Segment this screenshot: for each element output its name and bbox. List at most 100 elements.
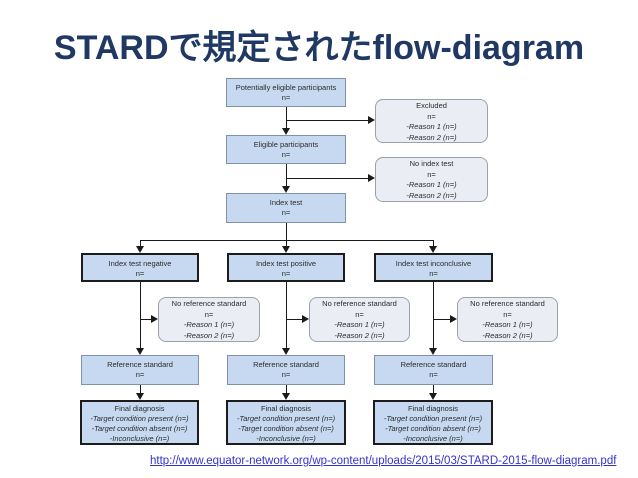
arrow-down-icon (281, 186, 290, 193)
connector-line (139, 385, 141, 393)
node-label: Reference standard (400, 360, 467, 369)
node-reference-standard-middle: Reference standard n= (227, 355, 345, 385)
node-excluded: Excluded n= -Reason 1 (n=) -Reason 2 (n=… (375, 99, 488, 143)
arrow-right-icon (368, 116, 375, 124)
arrow-right-icon (151, 315, 158, 323)
node-potentially-eligible-participants: Potentially eligible participants n= (226, 78, 346, 107)
node-label: No reference standard (171, 299, 247, 308)
connector-line (285, 164, 287, 186)
node-no-reference-standard-left: No reference standard n= -Reason 1 (n=) … (158, 297, 260, 342)
reason-1: -Reason 1 (n=) (406, 122, 457, 131)
arrow-down-icon (135, 393, 144, 400)
node-reference-standard-right: Reference standard n= (374, 355, 493, 385)
reason-1: -Reason 1 (n=) (406, 180, 457, 189)
node-label: Index test (269, 198, 303, 207)
n-placeholder: n= (355, 309, 364, 319)
reason-1: -Reason 1 (n=) (334, 320, 385, 329)
n-placeholder: n= (281, 269, 291, 278)
arrow-right-icon (450, 315, 457, 323)
node-label: Reference standard (107, 360, 173, 369)
connector-line (432, 282, 434, 348)
node-label: Final diagnosis (260, 404, 312, 413)
n-placeholder: n= (281, 93, 291, 102)
node-reference-standard-left: Reference standard n= (81, 355, 199, 385)
node-index-test-negative: Index test negative n= (81, 253, 199, 282)
node-label: No reference standard (470, 299, 545, 308)
arrow-down-icon (281, 393, 290, 400)
node-label: Eligible participants (253, 140, 319, 149)
node-label: Potentially eligible participants (235, 83, 337, 92)
arrow-down-icon (281, 348, 290, 355)
reason-1: -Reason 1 (n=) (183, 320, 235, 329)
node-final-diagnosis-left: Final diagnosis -Target condition presen… (80, 400, 199, 445)
n-placeholder: n= (429, 370, 438, 379)
node-final-diagnosis-right: Final diagnosis -Target condition presen… (373, 400, 493, 445)
reason-2: -Reason 2 (n=) (406, 190, 457, 200)
node-label: No reference standard (322, 299, 397, 308)
arrow-right-icon (368, 174, 375, 182)
reason-2: -Reason 2 (n=) (334, 330, 385, 340)
target-condition-absent: -Target condition absent (n=) (385, 424, 481, 433)
target-condition-present: -Target condition present (n=) (236, 414, 336, 423)
node-no-reference-standard-right: No reference standard n= -Reason 1 (n=) … (457, 297, 558, 342)
reason-2: -Reason 2 (n=) (482, 330, 533, 340)
node-label: Index test negative (108, 259, 172, 268)
connector-line (285, 385, 287, 393)
target-condition-present: -Target condition present (n=) (383, 414, 483, 423)
node-final-diagnosis-middle: Final diagnosis -Target condition presen… (226, 400, 346, 445)
connector-line (286, 119, 368, 121)
target-condition-absent: -Target condition absent (n=) (238, 424, 334, 433)
n-placeholder: n= (427, 111, 436, 121)
target-condition-absent: -Target condition absent (n=) (91, 424, 188, 433)
reason-1: -Reason 1 (n=) (482, 320, 533, 329)
node-index-test-inconclusive: Index test inconclusive n= (374, 253, 493, 282)
inconclusive: -Inconclusive (n=) (109, 434, 170, 443)
n-placeholder: n= (281, 370, 291, 379)
node-index-test-positive: Index test positive n= (227, 253, 345, 282)
connector-line (432, 385, 434, 393)
node-eligible-participants: Eligible participants n= (226, 135, 346, 164)
reason-2: -Reason 2 (n=) (406, 132, 457, 142)
n-placeholder: n= (429, 269, 438, 278)
node-label: Final diagnosis (407, 404, 459, 413)
reason-2: -Reason 2 (n=) (183, 330, 235, 340)
arrow-down-icon (428, 393, 437, 400)
connector-line (139, 240, 141, 247)
connector-line (139, 282, 141, 348)
arrow-down-icon (428, 348, 437, 355)
node-label: Index test inconclusive (395, 259, 472, 268)
arrow-down-icon (281, 246, 290, 253)
connector-line (433, 318, 450, 320)
connector-line (286, 318, 302, 320)
node-no-index-test: No index test n= -Reason 1 (n=) -Reason … (375, 157, 488, 202)
n-placeholder: n= (204, 309, 214, 319)
connector-line (432, 240, 434, 247)
arrow-down-icon (135, 348, 144, 355)
page-title: STARDで規定されたflow-diagram (53, 29, 585, 67)
connector-line (140, 318, 151, 320)
connector-line (285, 107, 287, 128)
connector-line (285, 223, 287, 247)
node-label: Excluded (416, 101, 447, 110)
connector-line (285, 282, 287, 348)
connector-line (286, 177, 368, 179)
node-index-test: Index test n= (226, 193, 346, 223)
node-label: No index test (409, 159, 454, 168)
arrow-down-icon (281, 128, 290, 135)
arrow-down-icon (428, 246, 437, 253)
inconclusive: -Inconclusive (n=) (403, 434, 463, 443)
source-url-link[interactable]: http://www.equator-network.org/wp-conten… (150, 455, 617, 467)
n-placeholder: n= (503, 309, 512, 319)
target-condition-present: -Target condition present (n=) (90, 414, 189, 423)
node-label: Index test positive (255, 259, 317, 268)
node-label: Final diagnosis (114, 404, 165, 413)
arrow-down-icon (135, 246, 144, 253)
inconclusive: -Inconclusive (n=) (256, 434, 316, 443)
n-placeholder: n= (135, 370, 145, 379)
n-placeholder: n= (427, 169, 436, 179)
node-no-reference-standard-middle: No reference standard n= -Reason 1 (n=) … (309, 297, 410, 342)
n-placeholder: n= (135, 269, 145, 278)
node-label: Reference standard (253, 360, 319, 369)
connector-line (139, 239, 434, 241)
